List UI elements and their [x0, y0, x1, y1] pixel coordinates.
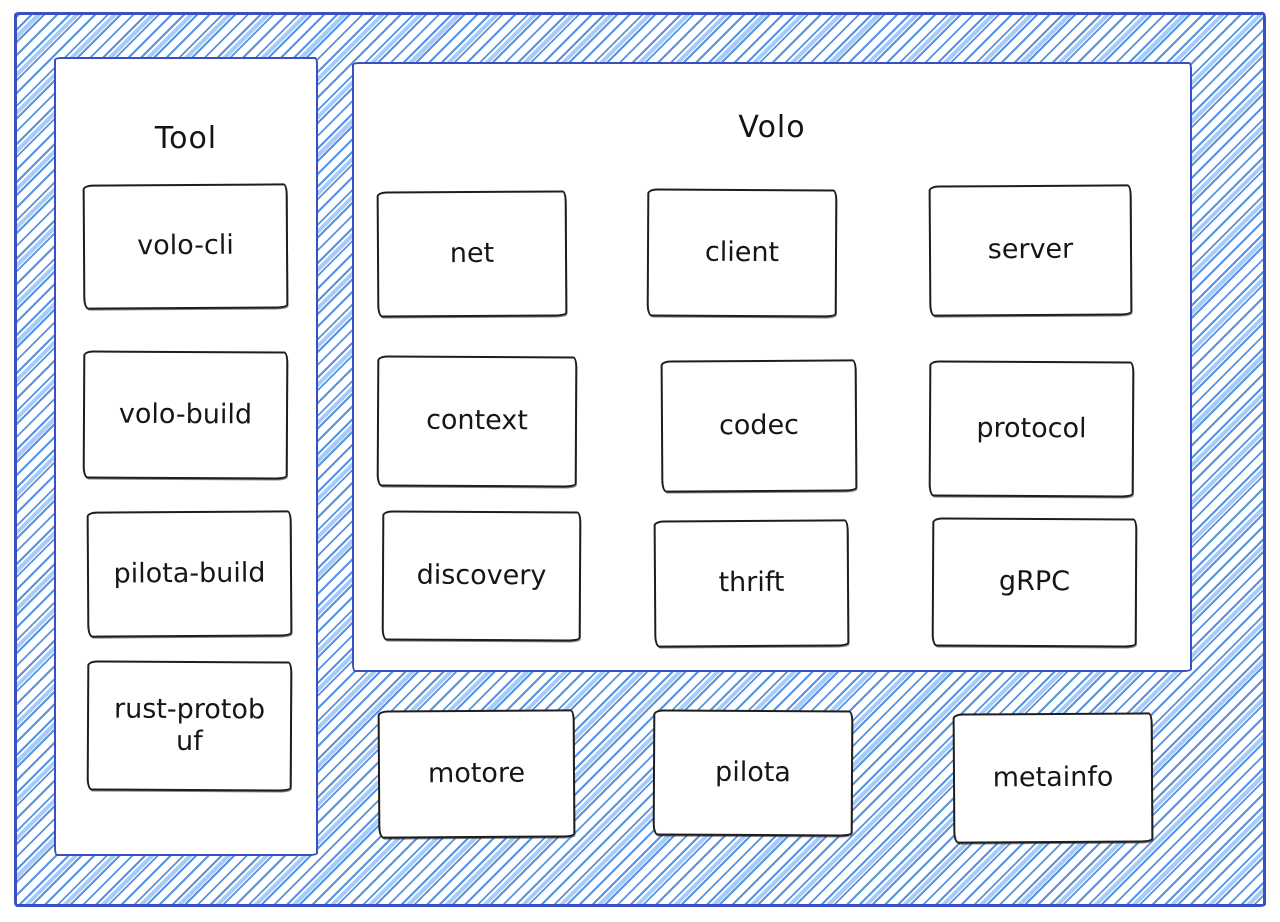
box-discovery: discovery: [381, 510, 582, 642]
box-client-label: client: [704, 236, 780, 268]
box-grpc: gRPC: [931, 517, 1138, 648]
box-thrift-label: thrift: [718, 567, 785, 599]
volo-panel: Volo net client server context codec pro…: [352, 62, 1192, 672]
box-motore: motore: [377, 709, 576, 839]
box-client: client: [646, 188, 838, 318]
box-pilota-build-label: pilota-build: [113, 557, 266, 590]
box-grpc-label: gRPC: [998, 566, 1071, 598]
box-pilota-label: pilota: [715, 756, 791, 788]
tool-panel-title: Tool: [154, 121, 218, 156]
box-server: server: [928, 184, 1133, 317]
box-protocol: protocol: [928, 360, 1135, 498]
box-codec-label: codec: [718, 409, 800, 442]
box-rust-protobuf: rust-protobuf: [86, 660, 293, 792]
box-volo-cli: volo-cli: [82, 183, 289, 310]
box-motore-label: motore: [427, 757, 526, 790]
box-metainfo: metainfo: [952, 712, 1154, 844]
outer-frame-hatched: Tool volo-cli volo-build pilota-build ru…: [14, 12, 1266, 907]
box-pilota: pilota: [652, 709, 854, 837]
box-net: net: [376, 190, 568, 318]
box-codec: codec: [660, 359, 858, 493]
tool-panel: Tool volo-cli volo-build pilota-build ru…: [54, 57, 318, 856]
box-metainfo-label: metainfo: [992, 761, 1114, 794]
box-context: context: [376, 355, 578, 488]
box-protocol-label: protocol: [976, 412, 1087, 445]
box-context-label: context: [426, 405, 528, 437]
box-server-label: server: [987, 234, 1074, 266]
box-rust-protobuf-label: rust-protobuf: [113, 693, 266, 758]
box-thrift: thrift: [653, 519, 850, 648]
box-volo-build-label: volo-build: [118, 398, 253, 431]
box-net-label: net: [449, 237, 495, 269]
box-pilota-build: pilota-build: [86, 510, 293, 638]
box-volo-build: volo-build: [82, 350, 289, 480]
volo-panel-title: Volo: [738, 110, 806, 145]
box-volo-cli-label: volo-cli: [137, 230, 234, 262]
box-discovery-label: discovery: [416, 559, 547, 592]
